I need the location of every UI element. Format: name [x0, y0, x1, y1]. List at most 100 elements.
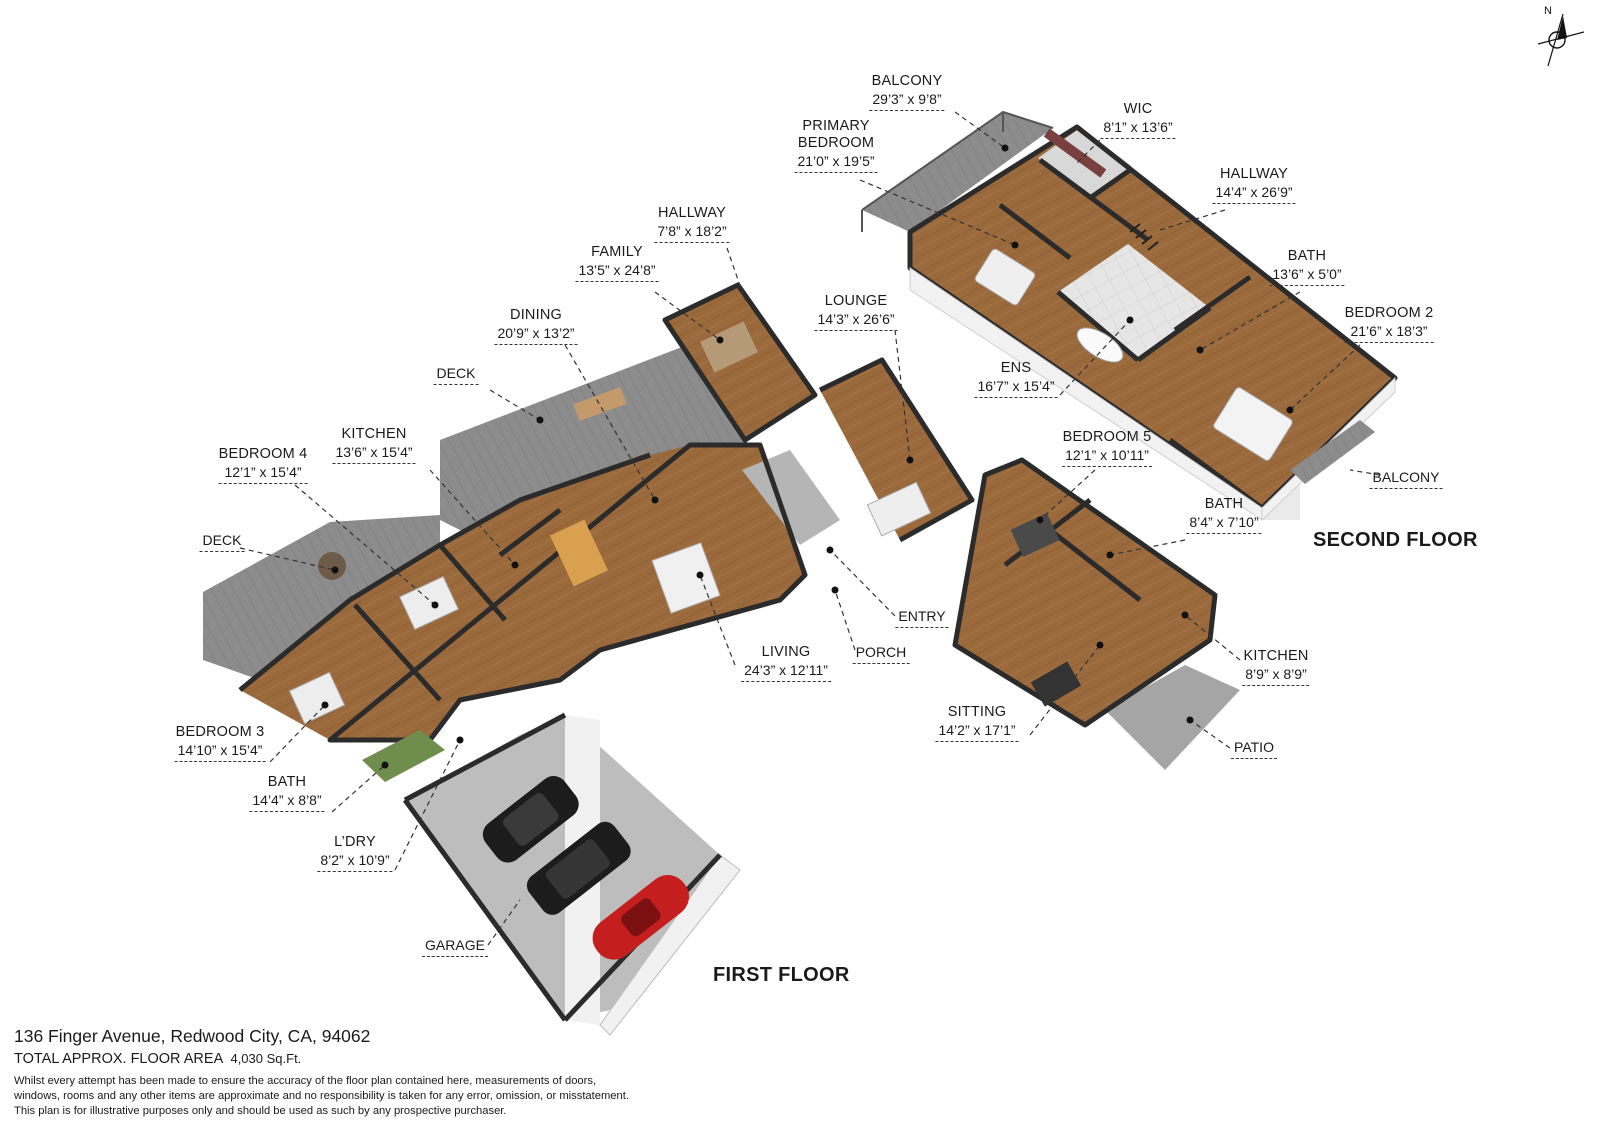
room-dimensions: 13’6” x 5’0”	[1269, 265, 1345, 286]
room-label-bedroom-5: BEDROOM 5 12’1” x 10’11”	[1062, 429, 1152, 467]
north-arrow-icon: N	[1538, 5, 1584, 67]
deck-fire-pit	[318, 552, 346, 580]
room-label-lounge: LOUNGE 14’3” x 26’6”	[814, 293, 898, 331]
room-label-garage: GARAGE	[422, 936, 488, 957]
bedroom-5-bed	[1010, 512, 1060, 558]
room-dimensions: 7’8” x 18’2”	[654, 222, 730, 243]
room-label-balcony-top: BALCONY 29’3” x 9’8”	[869, 73, 945, 111]
room-dimensions: 21’6” x 18’3”	[1344, 322, 1434, 343]
kitchen-island	[549, 519, 609, 587]
first-floor-title: FIRST FLOOR	[713, 964, 850, 986]
room-name: BEDROOM	[797, 135, 875, 151]
room-name: HALLWAY	[657, 205, 727, 221]
room-name: BATH	[1204, 496, 1244, 512]
room-name: FAMILY	[591, 244, 643, 260]
room-dimensions: 16’7” x 15’4”	[974, 377, 1058, 398]
room-label-porch: PORCH	[852, 643, 910, 664]
room-label-patio: PATIO	[1231, 738, 1277, 759]
compass-label: N	[1544, 5, 1552, 17]
room-label-deck-top: DECK	[433, 364, 479, 385]
room-name: HALLWAY	[1219, 166, 1289, 182]
disclaimer: Whilst every attempt has been made to en…	[14, 1074, 734, 1119]
room-name: SITTING	[947, 704, 1007, 720]
room-dimensions: 13’5” x 24’8”	[575, 261, 659, 282]
room-dimensions: 24’3” x 12’11”	[741, 661, 831, 682]
car-red-convertible	[592, 875, 690, 960]
balcony-right-floor	[1290, 420, 1375, 484]
garage-wall-right	[599, 854, 741, 1036]
lounge-bed	[866, 481, 932, 537]
room-name: DINING	[510, 307, 562, 323]
room-name: WIC	[1123, 101, 1153, 117]
room-label-family: FAMILY 13’5” x 24’8”	[575, 244, 659, 282]
room-name: KITCHEN	[341, 426, 407, 442]
room-label-entry: ENTRY	[895, 607, 949, 628]
stairs-icon	[1129, 223, 1159, 251]
room-name: DECK	[199, 531, 245, 552]
disclaimer-line: This plan is for illustrative purposes o…	[14, 1105, 507, 1117]
room-label-living: LIVING 24’3” x 12’11”	[741, 644, 831, 682]
room-label-ldry: L’DRY 8’2” x 10’9”	[317, 834, 393, 872]
family-sofa	[700, 321, 758, 373]
room-name: BEDROOM 3	[175, 724, 265, 740]
room-name: BATH	[267, 774, 307, 790]
room-label-hallway-lower: HALLWAY 7’8” x 18’2”	[654, 205, 730, 243]
room-name: BEDROOM 5	[1062, 429, 1152, 445]
room-dimensions: 14’2” x 17’1”	[935, 721, 1019, 742]
room-name: KITCHEN	[1243, 648, 1309, 664]
room-name: BEDROOM 2	[1344, 305, 1434, 321]
room-name: ENTRY	[895, 607, 949, 628]
room-label-bath-upper: BATH 13’6” x 5’0”	[1269, 248, 1345, 286]
room-label-balcony-right: BALCONY	[1369, 468, 1443, 489]
disclaimer-line: windows, rooms and any other items are a…	[14, 1090, 629, 1102]
room-label-primary-bedroom: PRIMARY BEDROOM 21’0” x 19’5”	[794, 118, 878, 173]
disclaimer-line: Whilst every attempt has been made to en…	[14, 1075, 597, 1087]
room-label-wic: WIC 8’1” x 13’6”	[1100, 101, 1176, 139]
room-label-kitchen-guest: KITCHEN 8’9” x 8’9”	[1242, 648, 1310, 686]
room-dimensions: 21’0” x 19’5”	[794, 152, 878, 173]
room-name: ENS	[1000, 360, 1032, 376]
floor-area-value: 4,030 Sq.Ft.	[230, 1051, 302, 1066]
room-name: GARAGE	[422, 936, 488, 957]
room-name: PATIO	[1231, 738, 1277, 759]
room-label-deck-left: DECK	[199, 531, 245, 552]
room-name: BEDROOM 4	[218, 446, 308, 462]
first-floor-slab	[240, 445, 805, 740]
room-label-dining: DINING 20’9” x 13’2”	[494, 307, 578, 345]
ensuite-floor	[1058, 244, 1210, 360]
floor-area-label: TOTAL APPROX. FLOOR AREA	[14, 1051, 223, 1067]
room-name: LIVING	[761, 644, 811, 660]
room-label-ens: ENS 16’7” x 15’4”	[974, 360, 1058, 398]
floor-area: TOTAL APPROX. FLOOR AREA 4,030 Sq.Ft.	[14, 1051, 301, 1067]
room-name: BALCONY	[871, 73, 943, 89]
car-black-suv-2	[526, 821, 631, 915]
room-dimensions: 8’9” x 8’9”	[1242, 665, 1310, 686]
room-dimensions: 14’3” x 26’6”	[814, 310, 898, 331]
room-label-bedroom-4: BEDROOM 4 12’1” x 15’4”	[218, 446, 308, 484]
room-dimensions: 8’1” x 13’6”	[1100, 118, 1176, 139]
room-dimensions: 14’4” x 8’8”	[249, 791, 325, 812]
room-name: LOUNGE	[824, 293, 888, 309]
room-label-sitting: SITTING 14’2” x 17’1”	[935, 704, 1019, 742]
property-address: 136 Finger Avenue, Redwood City, CA, 940…	[14, 1026, 371, 1046]
room-label-bedroom-3: BEDROOM 3 14’10” x 15’4”	[174, 724, 266, 762]
room-dimensions: 14’4” x 26’9”	[1212, 183, 1296, 204]
room-label-bedroom-2: BEDROOM 2 21’6” x 18’3”	[1344, 305, 1434, 343]
room-name: PORCH	[852, 643, 910, 664]
bedroom-2-bed	[1213, 387, 1293, 461]
room-dimensions: 29’3” x 9’8”	[869, 90, 945, 111]
entry-floor	[742, 450, 840, 545]
room-label-hallway-upper: HALLWAY 14’4” x 26’9”	[1212, 166, 1296, 204]
room-dimensions: 12’1” x 10’11”	[1062, 446, 1152, 467]
room-name: PRIMARY	[802, 118, 870, 134]
second-floor-wall-faces	[909, 267, 1396, 522]
room-label-kitchen-main: KITCHEN 13’6” x 15’4”	[332, 426, 416, 464]
room-dimensions: 8’2” x 10’9”	[317, 851, 393, 872]
room-name: BATH	[1287, 248, 1327, 264]
room-name: L’DRY	[334, 834, 376, 850]
room-label-bath-guest: BATH 8’4” x 7’10”	[1186, 496, 1262, 534]
car-black-suv-1	[482, 776, 579, 863]
room-dimensions: 20’9” x 13’2”	[494, 324, 578, 345]
room-dimensions: 13’6” x 15’4”	[332, 443, 416, 464]
room-name: DECK	[433, 364, 479, 385]
